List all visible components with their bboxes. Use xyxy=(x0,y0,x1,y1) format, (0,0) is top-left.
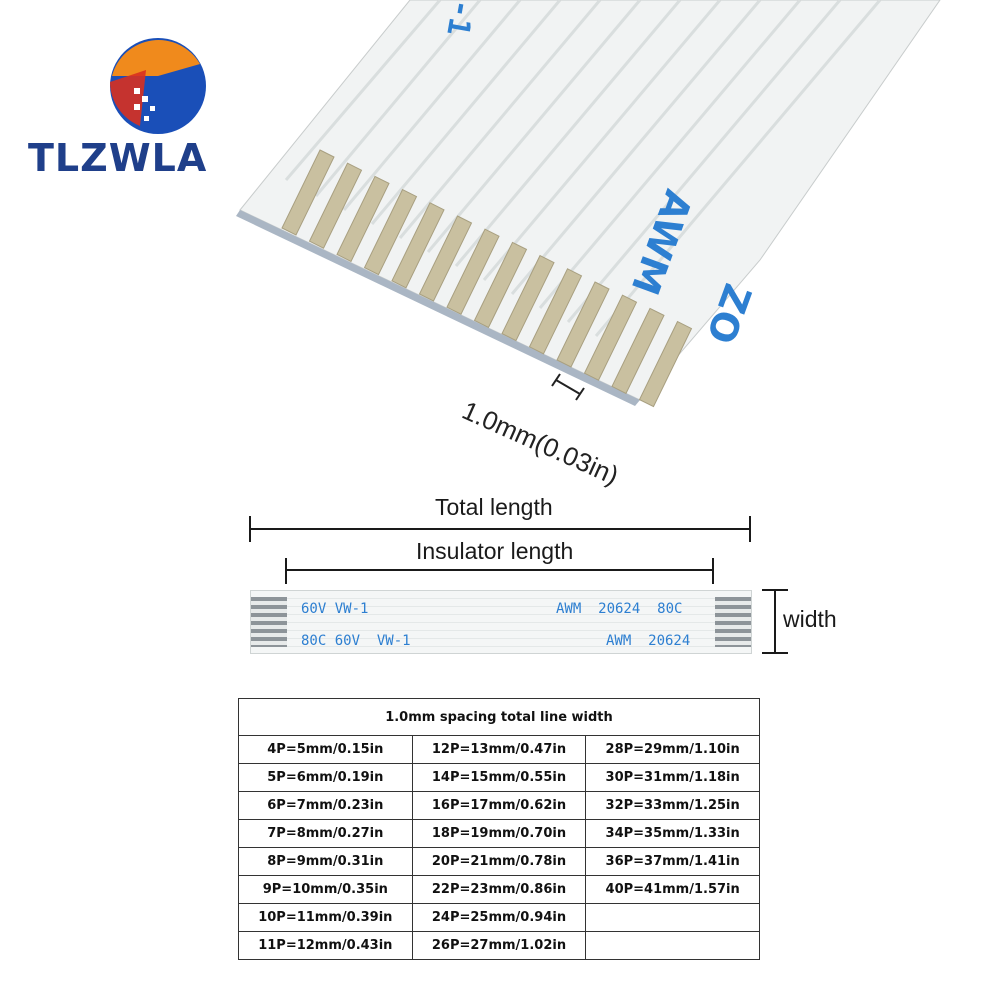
table-cell: 20P=21mm/0.78in xyxy=(411,847,587,876)
table-cell: 26P=27mm/1.02in xyxy=(411,931,587,960)
contact-pad xyxy=(638,320,693,408)
table-header: 1.0mm spacing total line width xyxy=(238,698,760,736)
table-cell: 7P=8mm/0.27in xyxy=(238,819,413,848)
table-cell: 40P=41mm/1.57in xyxy=(585,875,760,904)
contact-pad xyxy=(528,268,583,355)
cable-print-row1-left: 60V VW-1 xyxy=(301,601,369,617)
contact-pad xyxy=(308,162,363,249)
table-cell: 22P=23mm/0.86in xyxy=(411,875,587,904)
insulator-length-left-tick xyxy=(285,558,287,584)
contact-pad xyxy=(611,307,665,395)
table-cell: 18P=19mm/0.70in xyxy=(411,819,587,848)
table-cell: 32P=33mm/1.25in xyxy=(585,791,760,820)
table-cell: 16P=17mm/0.62in xyxy=(411,791,587,820)
table-cell: 4P=5mm/0.15in xyxy=(238,735,413,764)
total-length-label: Total length xyxy=(435,494,553,520)
contact-pad xyxy=(446,228,500,315)
table-cell: 12P=13mm/0.47in xyxy=(411,735,587,764)
right-contacts xyxy=(715,597,751,647)
total-length-line xyxy=(249,528,751,530)
left-contacts xyxy=(251,597,287,647)
contact-pad xyxy=(501,254,555,342)
width-line xyxy=(774,589,776,653)
table-cell xyxy=(585,903,760,932)
insulator-length-right-tick xyxy=(712,558,714,584)
contact-pad xyxy=(583,294,638,381)
table-cell: 34P=35mm/1.33in xyxy=(585,819,760,848)
cable-print-dash: -1 xyxy=(439,0,480,39)
ribbon-cable-photo: -1 AWM ZO xyxy=(236,0,941,408)
cable-print-row2-right: AWM 20624 xyxy=(606,633,691,649)
table-cell: 36P=37mm/1.41in xyxy=(585,847,760,876)
contact-pad xyxy=(336,175,390,263)
spacing-width-table: 1.0mm spacing total line width 4P=5mm/0.… xyxy=(238,698,760,960)
table-cell: 24P=25mm/0.94in xyxy=(411,903,587,932)
table-cell: 30P=31mm/1.18in xyxy=(585,763,760,792)
table-cell: 6P=7mm/0.23in xyxy=(238,791,413,820)
table-cell: 10P=11mm/0.39in xyxy=(238,903,413,932)
table-cell: 11P=12mm/0.43in xyxy=(238,931,413,960)
insulator-length-line xyxy=(285,569,714,571)
table-cell: 8P=9mm/0.31in xyxy=(238,847,413,876)
contact-pad xyxy=(391,202,445,289)
contact-pad xyxy=(556,281,610,368)
table-cell: 28P=29mm/1.10in xyxy=(585,735,760,764)
width-label: width xyxy=(783,606,837,632)
contact-pad xyxy=(363,188,418,276)
cable-print-row2-left: 80C 60V VW-1 xyxy=(301,633,411,649)
contact-pad xyxy=(418,215,473,302)
brand-logo-icon xyxy=(110,38,206,134)
brand-name: TLZWLA xyxy=(28,136,208,180)
table-cell xyxy=(585,931,760,960)
flat-cable-drawing: 60V VW-1 AWM 20624 80C 80C 60V VW-1 AWM … xyxy=(250,590,752,654)
cable-print-row1-right: AWM 20624 80C xyxy=(556,601,683,617)
table-cell: 14P=15mm/0.55in xyxy=(411,763,587,792)
contact-pad xyxy=(281,149,335,236)
table-cell: 5P=6mm/0.19in xyxy=(238,763,413,792)
table-cell: 9P=10mm/0.35in xyxy=(238,875,413,904)
contact-pad xyxy=(473,241,528,329)
width-bottom-tick xyxy=(762,652,788,654)
insulator-length-label: Insulator length xyxy=(416,538,574,564)
